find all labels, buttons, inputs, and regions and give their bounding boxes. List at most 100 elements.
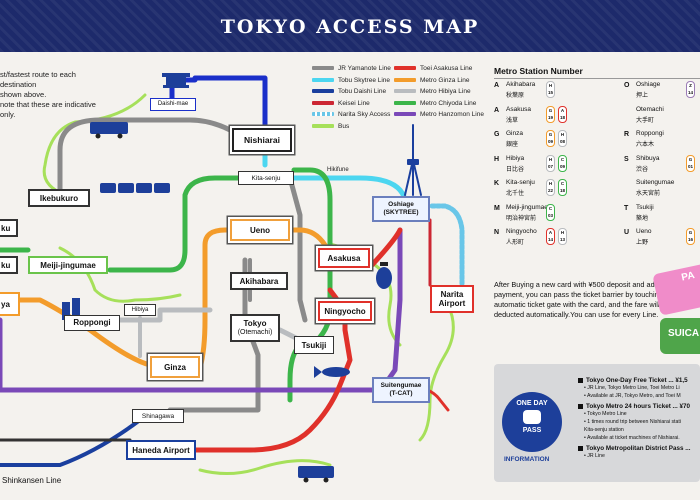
metro-station-badge: H 08	[558, 130, 567, 147]
badge-code: H	[548, 156, 553, 162]
legend-swatch	[394, 100, 416, 105]
metro-row-name: Akihabara	[506, 81, 536, 88]
metro-row-jp: 水天宮前	[636, 191, 661, 197]
legend-label: Tobu Skytree Line	[338, 76, 391, 84]
train-icon	[100, 183, 170, 193]
legend-item: Keisei Line	[312, 99, 370, 108]
metro-row-name: Ningyocho	[506, 228, 537, 235]
tuna-icon	[314, 366, 350, 378]
station-ueno: Ueno	[230, 219, 290, 241]
metro-row-jp: 日比谷	[506, 166, 525, 173]
intro-line: shown above.	[0, 90, 47, 99]
badge-num: 01	[687, 163, 693, 169]
pasmo-card-label: PA	[680, 270, 696, 284]
metro-row-letter: T	[624, 204, 629, 212]
metro-row-letter: K	[494, 180, 500, 187]
lantern-icon	[376, 262, 392, 289]
metro-row-name: Shibuya	[636, 154, 660, 162]
pass-detail: • 1 times round trip between Nishiarai s…	[584, 419, 681, 425]
badge-code: Z	[689, 83, 692, 88]
toei-asakusa-north	[369, 227, 403, 268]
metro-station-badge: G 09	[546, 130, 555, 147]
legend-swatch	[312, 123, 334, 128]
station-tokyo-sub: (Otemachi)	[237, 329, 273, 336]
station-hibiya: Hibiya	[124, 304, 156, 316]
badge-num: 14	[547, 237, 553, 242]
intro-line: st/fastest route to each destination	[0, 70, 76, 89]
badge-code: G	[548, 132, 553, 137]
badge-code: A	[560, 107, 565, 113]
metro-row-letter: M	[494, 204, 500, 212]
station-tokyo-name: Tokyo	[243, 319, 267, 328]
metro-row-name: Oshiage	[636, 81, 661, 88]
station-oshiage-name: Oshiage	[388, 201, 414, 208]
legend-item: Metro Hibiya Line	[394, 87, 471, 96]
legend-swatch	[394, 112, 416, 117]
badge-code: A	[548, 230, 553, 235]
legend-label: Narita Sky Access	[338, 111, 391, 118]
station-asakusa: Asakusa	[318, 248, 370, 268]
badge-num: 15	[547, 90, 553, 95]
badge-num: 18	[559, 188, 565, 193]
jr-yamanote-line	[57, 117, 308, 323]
legend-item: Narita Sky Access	[312, 110, 390, 119]
metro-row-letter: H	[494, 155, 500, 163]
legend-label: Metro Hibiya Line	[420, 88, 471, 95]
metro-row-letter: A	[494, 106, 500, 114]
legend-item: JR Yamanote Line	[312, 64, 391, 73]
metro-row-letter: N	[494, 229, 500, 236]
metro-row-jp: 六本木	[636, 142, 655, 148]
pass-title: Tokyo Metropolitan District Pass ...	[578, 445, 700, 452]
narita-sky-access	[429, 203, 465, 288]
pass-title: Tokyo Metro 24 hours Ticket ... ¥70	[578, 403, 700, 410]
legend-swatch	[312, 89, 334, 94]
legend-swatch	[394, 77, 416, 82]
legend-item: Tobu Skytree Line	[312, 76, 390, 85]
legend-label: Metro Ginza Line	[420, 76, 470, 84]
title-banner: TOKYO ACCESS MAP	[0, 0, 700, 52]
badge-num: 09	[547, 139, 553, 144]
metro-row-letter: G	[494, 131, 500, 138]
metro-row-letter: U	[624, 229, 630, 236]
badge-code: H	[560, 230, 565, 235]
station-tokyo: Tokyo (Otemachi)	[230, 314, 280, 342]
metro-row-jp: 人形町	[506, 240, 525, 246]
pass-top-text: ONE DAY	[516, 400, 548, 407]
keisei-line	[416, 218, 432, 287]
map-title: TOKYO ACCESS MAP	[220, 16, 480, 38]
bullet-square-icon	[578, 445, 583, 451]
suica-card-label: SUICA	[668, 328, 700, 339]
station-cut-left-3: ya	[0, 292, 20, 316]
badge-code: H	[560, 132, 565, 137]
metro-row-jp: 押上	[636, 93, 649, 99]
pass-title: Tokyo One-Day Free Ticket ... ¥1,5	[578, 377, 700, 384]
station-hikifune: Hikifune	[327, 167, 349, 173]
station-suitengumae: Suitengumae (T-CAT)	[372, 377, 430, 403]
shinkansen-label: Shinkansen Line	[2, 476, 62, 485]
station-haneda-airport: Haneda Airport	[126, 440, 196, 460]
pass-title-text: Tokyo One-Day Free Ticket ... ¥1,5	[586, 377, 688, 384]
badge-num: 19	[547, 114, 553, 120]
legend-swatch	[312, 77, 334, 82]
metro-divider	[494, 78, 700, 79]
building-icon	[62, 298, 80, 320]
bullet-square-icon	[578, 403, 583, 409]
legend-label: Bus	[338, 122, 350, 130]
metro-station-badge: A 14	[546, 228, 555, 245]
legend-label: JR Yamanote Line	[338, 65, 391, 72]
bullet-square-icon	[578, 377, 583, 383]
badge-num: 08	[559, 139, 565, 144]
